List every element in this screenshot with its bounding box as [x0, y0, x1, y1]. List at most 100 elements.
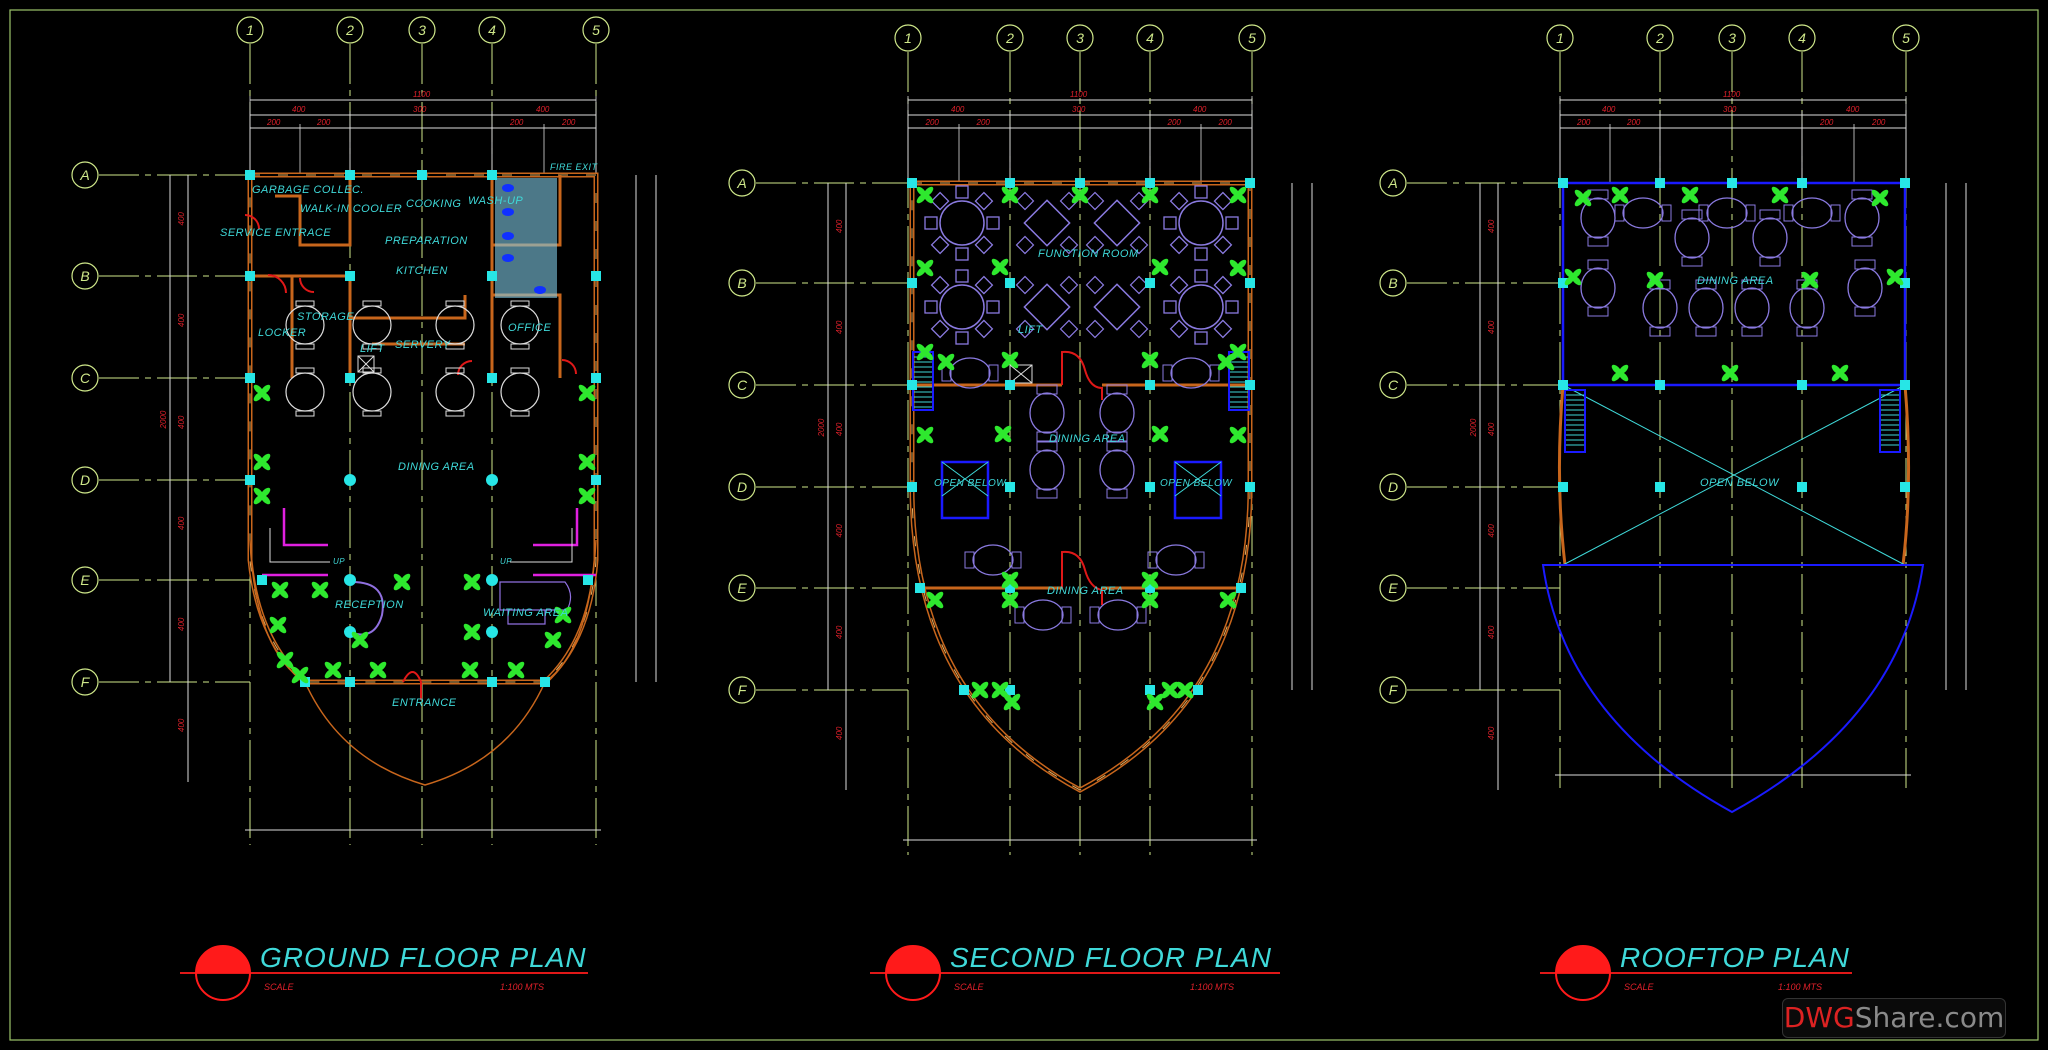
structural-column — [345, 373, 355, 383]
leaf — [253, 384, 264, 395]
scale-label: SCALE — [1624, 982, 1655, 992]
grid-bubble-column — [1718, 24, 1746, 52]
canopy-roof-outline — [1541, 564, 1925, 814]
grid-label-row: C — [1388, 377, 1399, 393]
leaf — [1831, 364, 1842, 375]
dimension-text: 400 — [536, 105, 550, 114]
dimension-text: 400 — [1602, 105, 1616, 114]
grid-bubble-row — [1379, 473, 1407, 501]
chair — [1851, 189, 1873, 200]
chair — [1587, 306, 1609, 317]
chair — [1015, 191, 1035, 211]
grid-label-column: 2 — [1655, 30, 1664, 46]
plant-icon — [1141, 591, 1159, 609]
chair — [1015, 319, 1035, 339]
dimension-text: 300 — [413, 105, 427, 114]
leaf — [1217, 353, 1228, 364]
plant-icon — [916, 343, 934, 361]
lift-shaft — [357, 355, 375, 373]
plant-icon — [271, 581, 289, 599]
structural-column — [1245, 178, 1255, 188]
room-label-washup: WASH-UP — [468, 195, 523, 207]
toilet-icon — [502, 232, 514, 240]
chair — [1162, 364, 1173, 382]
leaf — [926, 591, 937, 602]
structural-column — [1558, 482, 1568, 492]
grid-label-row: B — [737, 275, 746, 291]
leaf — [507, 661, 518, 672]
dimension-text: 400 — [1487, 219, 1496, 233]
plant-icon — [253, 453, 271, 471]
leaf — [1886, 268, 1897, 279]
chair — [1014, 606, 1025, 624]
plant-icon — [369, 661, 387, 679]
plant-icon — [1871, 189, 1889, 207]
chair — [974, 319, 994, 339]
room-label-entrance: ENTRANCE — [392, 697, 457, 709]
small-table — [1791, 197, 1833, 229]
round-column — [486, 626, 498, 638]
small-table — [1734, 287, 1770, 329]
chair — [974, 191, 994, 211]
chair — [1681, 256, 1703, 267]
structural-column — [1145, 278, 1155, 288]
structural-column — [487, 373, 497, 383]
plant-icon — [544, 631, 562, 649]
grid-label-row: C — [80, 370, 91, 386]
chair — [1681, 209, 1703, 220]
plant-icon — [269, 616, 287, 634]
round-column — [486, 474, 498, 486]
leaf — [1219, 591, 1230, 602]
chair — [1059, 319, 1079, 339]
dimension-text: 400 — [177, 212, 186, 226]
chair — [955, 247, 969, 261]
chair — [1194, 331, 1208, 345]
leaf — [253, 487, 264, 498]
structural-column — [487, 677, 497, 687]
plant-icon — [994, 425, 1012, 443]
grid-bubble-row — [1379, 574, 1407, 602]
door-swing-icon — [1061, 350, 1103, 605]
grid-bubble-column — [1066, 24, 1094, 52]
leaf — [269, 616, 280, 627]
grid-bubble-column — [1892, 24, 1920, 52]
chair — [295, 300, 315, 307]
leaf — [994, 425, 1005, 436]
plant-icon — [578, 384, 596, 402]
leaf — [971, 681, 982, 692]
chair — [1587, 259, 1609, 270]
interior-wall-servery — [350, 295, 467, 320]
dimension-text: 200 — [925, 118, 940, 127]
structural-column — [1727, 178, 1737, 188]
chair — [1129, 319, 1149, 339]
grid-bubble-column — [1238, 24, 1266, 52]
round-table — [285, 372, 325, 412]
chair — [964, 551, 975, 569]
structural-column — [1558, 178, 1568, 188]
grid-0 — [71, 16, 610, 845]
structural-column — [345, 170, 355, 180]
dimension-text: 400 — [177, 516, 186, 530]
leaf — [578, 453, 589, 464]
small-table — [1688, 287, 1724, 329]
chair — [1061, 606, 1072, 624]
grid-bubble-row — [728, 574, 756, 602]
ground-floor-labels: GARBAGE COLLEC. WALK-IN COOLER COOKING W… — [220, 162, 598, 709]
plant-icon — [291, 666, 309, 684]
grid-bubble-column — [478, 16, 506, 44]
chair — [1169, 275, 1189, 295]
plant-icon — [276, 651, 294, 669]
plant-icon — [937, 353, 955, 371]
chair — [1854, 259, 1876, 270]
leaf — [253, 453, 264, 464]
leaf — [1141, 351, 1152, 362]
grid-bubble-row — [1379, 371, 1407, 399]
dimension-text: 1100 — [413, 90, 431, 99]
room-label-kitchen: KITCHEN — [396, 265, 448, 277]
plant-icon — [1217, 353, 1235, 371]
plan-title: ROOFTOP PLAN — [1620, 942, 1850, 973]
grid-bubble-column — [1788, 24, 1816, 52]
structural-column — [1900, 278, 1910, 288]
dimension-text: 2000 — [1469, 418, 1478, 437]
